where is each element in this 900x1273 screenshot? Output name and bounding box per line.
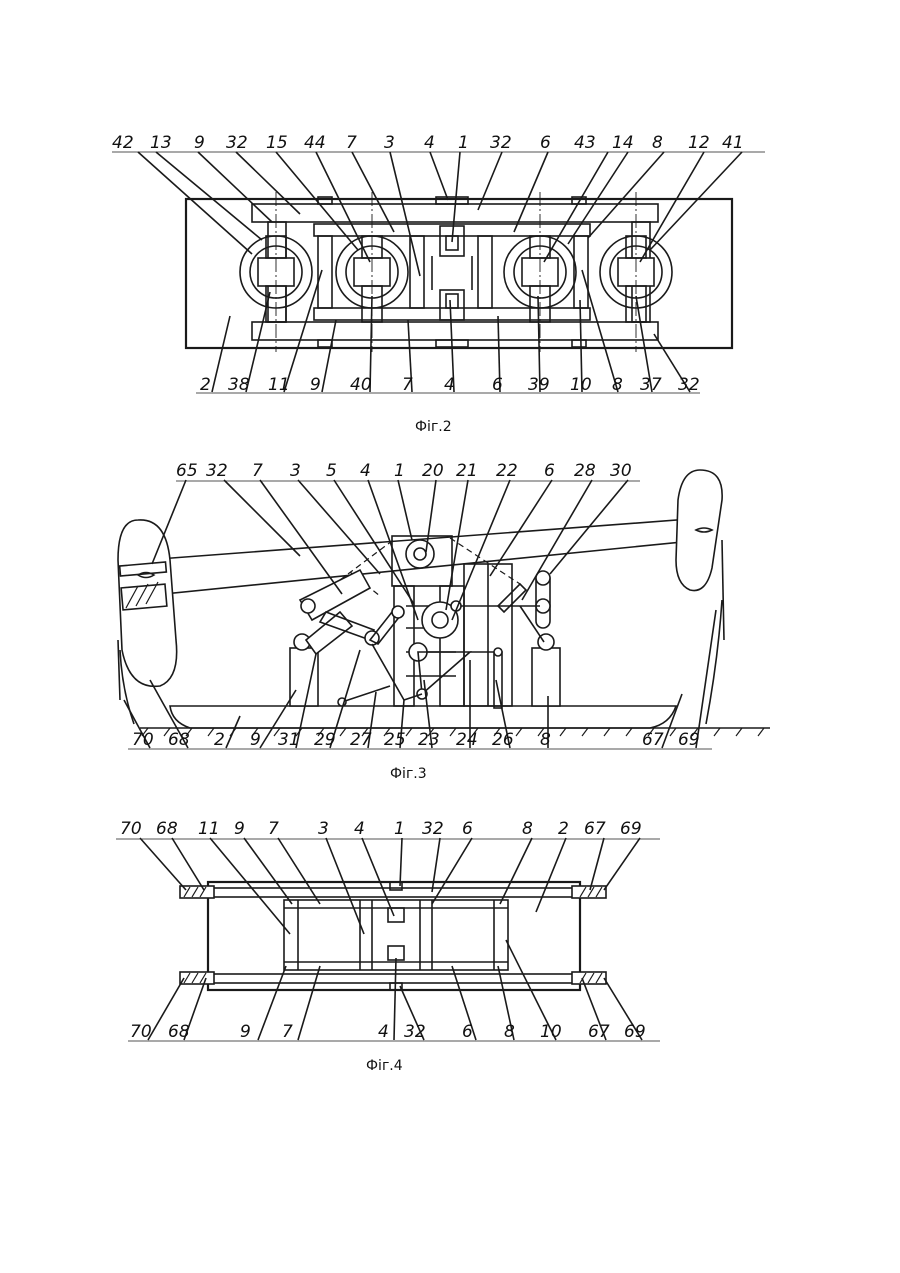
fig3-label: 21: [456, 461, 478, 481]
fig3-label: 22: [496, 461, 518, 481]
fig4-caption: Фіг.4: [366, 1058, 403, 1074]
fig3-label: 65: [176, 461, 198, 481]
fig2-label: 15: [266, 133, 288, 153]
fig3-label: 67: [642, 730, 664, 750]
fig3-label: 25: [384, 730, 406, 750]
fig3-label: 70: [132, 730, 154, 750]
fig2-label: 3: [384, 133, 395, 153]
fig3-label: 9: [250, 730, 261, 750]
fig2-label: 43: [574, 133, 596, 153]
fig2-label: 8: [652, 133, 663, 153]
fig3-label: 8: [540, 730, 551, 750]
fig4-label: 69: [624, 1022, 646, 1042]
fig2-label: 37: [640, 375, 662, 395]
fig3-label: 4: [360, 461, 371, 481]
fig2-label: 39: [528, 375, 550, 395]
fig2-label: 4: [424, 133, 435, 153]
fig3-label: 31: [278, 730, 300, 750]
fig3-label: 6: [544, 461, 555, 481]
fig2-label: 12: [688, 133, 710, 153]
fig4-label: 8: [522, 819, 533, 839]
fig4-label: 4: [354, 819, 365, 839]
fig2-label: 13: [150, 133, 172, 153]
fig2-label: 32: [226, 133, 248, 153]
fig2-label: 14: [612, 133, 634, 153]
fig3-label: 27: [350, 730, 372, 750]
fig2-label: 32: [678, 375, 700, 395]
fig3-caption: Фіг.3: [390, 766, 427, 782]
fig3-label: 3: [290, 461, 301, 481]
fig3-label: 20: [422, 461, 444, 481]
fig2-label: 2: [200, 375, 211, 395]
fig3-label: 23: [418, 730, 440, 750]
fig4-label: 32: [404, 1022, 426, 1042]
fig4-label: 32: [422, 819, 444, 839]
fig3-label: 5: [326, 461, 337, 481]
fig4-label: 68: [156, 819, 178, 839]
fig2-label: 32: [490, 133, 512, 153]
fig2-label: 42: [112, 133, 134, 153]
fig3-label: 69: [678, 730, 700, 750]
fig2-label: 9: [194, 133, 205, 153]
fig2-label: 4: [444, 375, 455, 395]
fig4-label: 69: [620, 819, 642, 839]
fig3-label: 26: [492, 730, 514, 750]
fig4-label: 2: [558, 819, 569, 839]
fig4-label: 10: [540, 1022, 562, 1042]
fig4-label: 1: [394, 819, 405, 839]
fig4-label: 7: [282, 1022, 293, 1042]
fig2-label: 38: [228, 375, 250, 395]
fig4-label: 9: [234, 819, 245, 839]
fig2-label: 40: [350, 375, 372, 395]
fig2-label: 9: [310, 375, 321, 395]
fig3-label: 1: [394, 461, 405, 481]
figure-3: 65 32 7 3 5 4 1 20 21 22 6 28 30 70 68 2…: [118, 461, 770, 782]
fig4-label: 8: [504, 1022, 515, 1042]
fig2-label: 1: [458, 133, 469, 153]
fig4-label: 11: [198, 819, 220, 839]
fig4-label: 67: [584, 819, 606, 839]
fig4-label: 7: [268, 819, 279, 839]
fig3-label: 24: [456, 730, 478, 750]
fig2-label: 11: [268, 375, 290, 395]
fig2-label: 44: [304, 133, 326, 153]
fig3-label: 32: [206, 461, 228, 481]
fig3-label: 29: [314, 730, 336, 750]
fig3-label: 68: [168, 730, 190, 750]
fig4-label: 70: [120, 819, 142, 839]
fig2-caption: Фіг.2: [415, 419, 452, 435]
figure-2: 42 13 9 32 15 44 7 3 4 1 32 6 43 14 8 12…: [112, 133, 765, 435]
fig4-label: 6: [462, 819, 473, 839]
fig4-label: 4: [378, 1022, 389, 1042]
fig2-label: 8: [612, 375, 623, 395]
figure-4: 70 68 11 9 7 3 4 1 32 6 8 2 67 69 70 68 …: [116, 819, 660, 1074]
fig4-label: 6: [462, 1022, 473, 1042]
fig4-label: 3: [318, 819, 329, 839]
fig2-label: 6: [540, 133, 551, 153]
fig2-label: 7: [402, 375, 413, 395]
fig4-label: 9: [240, 1022, 251, 1042]
fig2-label: 6: [492, 375, 503, 395]
fig3-label: 30: [610, 461, 632, 481]
fig2-label: 10: [570, 375, 592, 395]
fig3-label: 2: [214, 730, 225, 750]
fig2-label: 7: [346, 133, 357, 153]
fig4-label: 70: [130, 1022, 152, 1042]
fig4-label: 68: [168, 1022, 190, 1042]
fig3-label: 28: [574, 461, 596, 481]
fig3-label: 7: [252, 461, 263, 481]
fig4-label: 67: [588, 1022, 610, 1042]
fig2-label: 41: [722, 133, 744, 153]
